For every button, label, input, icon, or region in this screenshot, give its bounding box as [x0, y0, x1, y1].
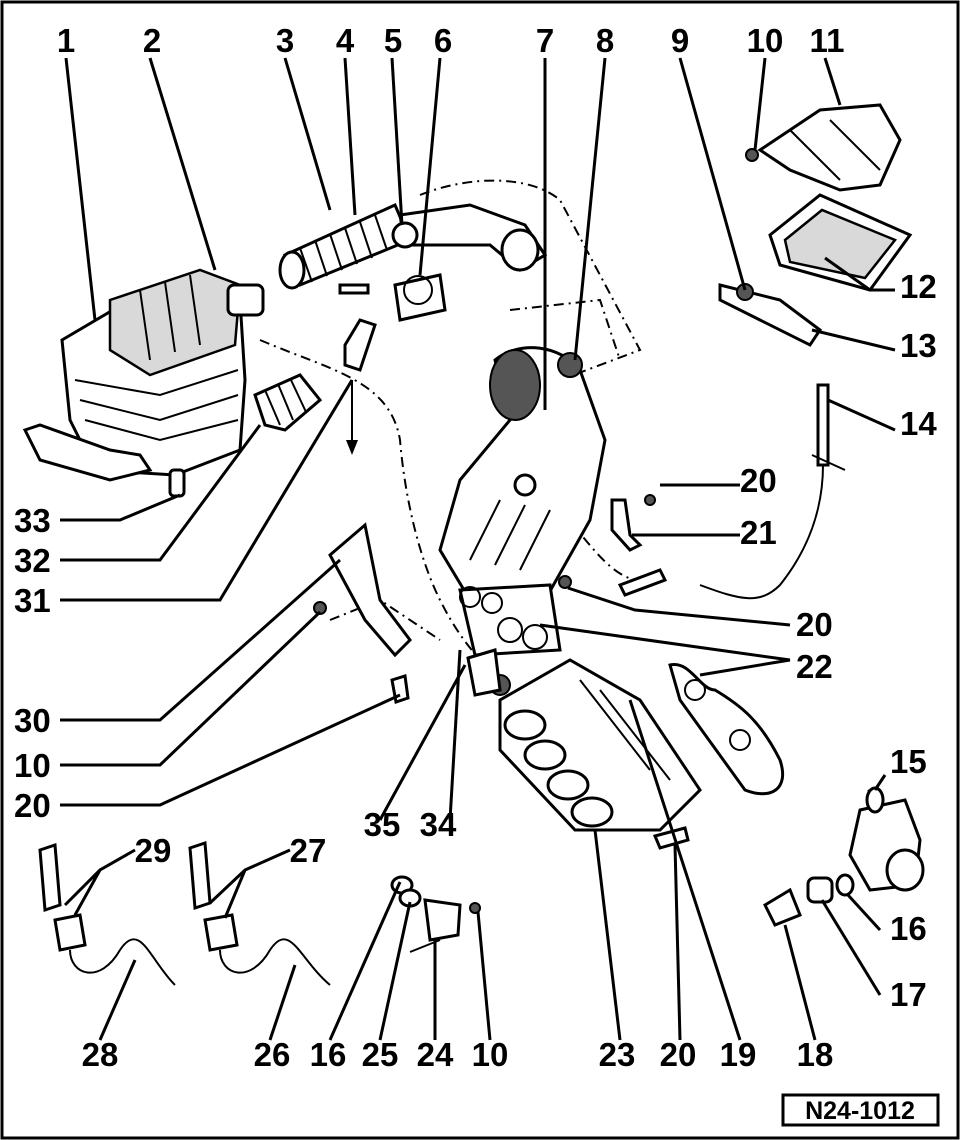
callout-7: 7 [536, 22, 554, 59]
reference-code: N24-1012 [805, 1097, 915, 1125]
harness-13 [718, 283, 823, 347]
callout-1: 1 [57, 22, 75, 59]
callout-27: 27 [290, 832, 327, 869]
arrow-marker [346, 440, 358, 455]
callout-20-b: 20 [796, 606, 833, 643]
callout-35: 35 [364, 806, 401, 843]
bracket-21 [558, 494, 656, 589]
callout-13: 13 [900, 327, 937, 364]
clamp-4 [338, 283, 370, 295]
breather-hose [343, 318, 377, 455]
intake-hose [278, 203, 412, 295]
callout-33: 33 [14, 502, 51, 539]
callout-28: 28 [82, 1036, 119, 1073]
callout-23: 23 [599, 1036, 636, 1073]
seal-15 [865, 786, 885, 814]
bolt-10 [745, 148, 759, 162]
connector-5 [391, 221, 419, 249]
callout-11: 11 [810, 22, 845, 59]
callout-20-left: 20 [14, 787, 51, 824]
gasket-22 [458, 583, 784, 796]
callout-9: 9 [671, 22, 689, 59]
lower-intake-manifold [466, 648, 702, 850]
grommet-33 [168, 468, 186, 498]
callout-10-bottom: 10 [472, 1036, 509, 1073]
lambda-probe-right [188, 840, 331, 986]
callout-30: 30 [14, 702, 51, 739]
idle-valve-6 [393, 273, 447, 322]
seal-35 [466, 648, 502, 697]
callout-31: 31 [14, 582, 51, 619]
callout-10-top: 10 [747, 22, 784, 59]
callout-15: 15 [890, 743, 927, 780]
callout-18: 18 [797, 1036, 834, 1073]
callout-17: 17 [890, 976, 927, 1013]
callout-25: 25 [362, 1036, 399, 1073]
callout-16-bottom: 16 [310, 1036, 347, 1073]
callout-labels: 1 2 3 4 5 6 7 8 9 10 11 12 13 14 20 21 2… [14, 22, 937, 1073]
reference-code-box: N24-1012 [781, 1093, 940, 1127]
hose-32 [253, 373, 323, 432]
gasket-8 [557, 352, 583, 378]
sender-18 [763, 887, 802, 927]
lambda-probe-left [38, 842, 176, 986]
callout-34: 34 [420, 806, 457, 843]
air-filter-housing [22, 268, 265, 498]
callout-22: 22 [796, 648, 833, 685]
callout-26: 26 [254, 1036, 291, 1073]
leader-lines [60, 57, 896, 1041]
callout-19: 19 [720, 1036, 757, 1073]
callout-10-left: 10 [14, 747, 51, 784]
filter-outlet-neck [226, 283, 265, 317]
bracket-11 [745, 103, 902, 192]
o-ring-16 [835, 873, 855, 897]
callout-20-a: 20 [740, 462, 777, 499]
sensor-14 [617, 383, 846, 600]
intake-snorkel [22, 423, 153, 482]
bracket-30 [313, 522, 412, 704]
throttle-inlet-pipe [391, 203, 548, 322]
callout-6: 6 [434, 22, 452, 59]
sleeve-17 [806, 876, 834, 904]
callout-14: 14 [900, 405, 937, 442]
callout-5: 5 [384, 22, 402, 59]
callout-2: 2 [143, 22, 161, 59]
callout-8: 8 [596, 22, 614, 59]
callout-4: 4 [336, 22, 355, 59]
upper-intake-manifold [438, 346, 607, 602]
callout-29: 29 [135, 832, 172, 869]
callout-21: 21 [740, 514, 777, 551]
callout-16-right: 16 [890, 910, 927, 947]
callout-32: 32 [14, 542, 51, 579]
sensor-24 [390, 875, 481, 953]
callout-24: 24 [417, 1036, 454, 1073]
callout-12: 12 [900, 268, 937, 305]
bolt-20 [652, 826, 690, 850]
cover-12 [768, 193, 913, 292]
thermostat-housing [763, 786, 925, 927]
callout-3: 3 [276, 22, 294, 59]
callout-20-bottom: 20 [660, 1036, 697, 1073]
